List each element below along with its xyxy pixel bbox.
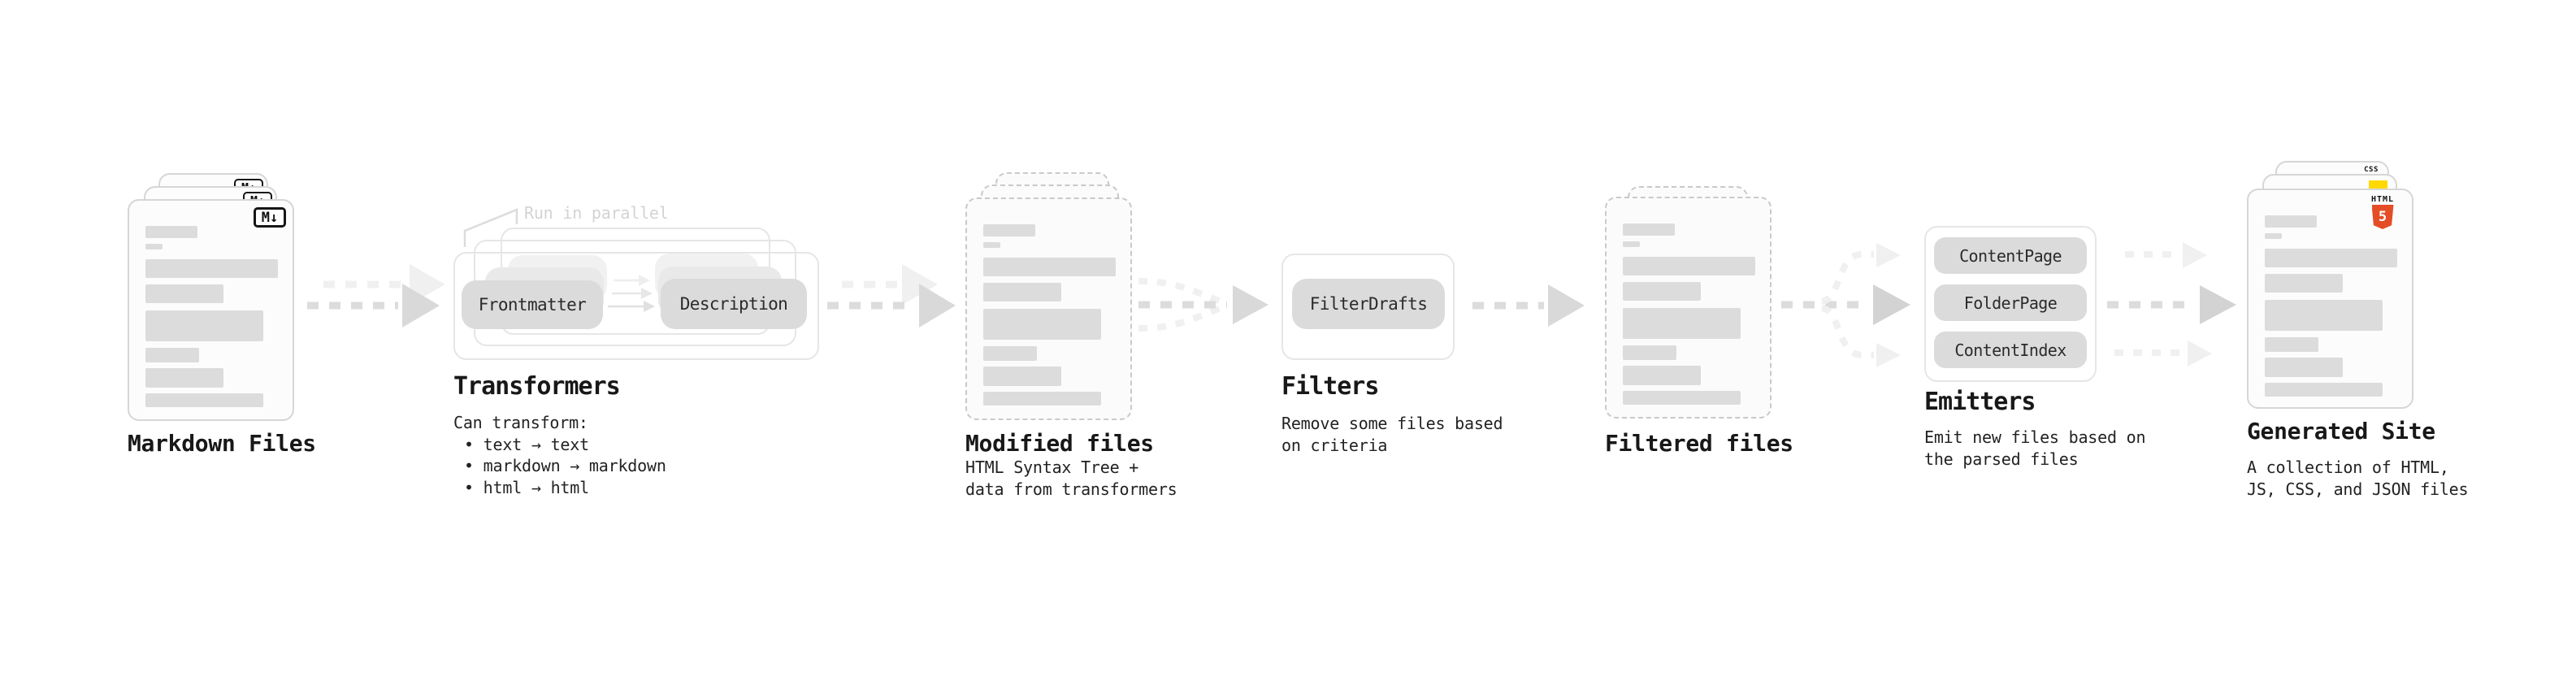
- stage-label: Markdown Files: [128, 430, 316, 457]
- description-pill: Description: [661, 279, 807, 329]
- content-line-bar: [1623, 223, 1675, 236]
- transformer-frame-front: [453, 252, 819, 360]
- content-line-bar: [2265, 215, 2317, 228]
- content-line-bar: [983, 309, 1101, 340]
- doc-content-lines: [1623, 200, 1755, 405]
- caption-line: Remove some files based: [1281, 414, 1503, 433]
- stage-label: Generated Site: [2247, 418, 2435, 445]
- transformer-pill-arrows: [608, 275, 655, 312]
- content-line-bar: [983, 346, 1037, 361]
- stage-heading: Emitters: [1924, 388, 2036, 416]
- stage-caption: Can transform: • text → text • markdown …: [453, 412, 666, 498]
- arrow-emitters-to-generated: [2107, 242, 2236, 367]
- content-line-bar: [983, 392, 1101, 406]
- stage-heading: Transformers: [453, 372, 621, 401]
- content-line-bar: [145, 368, 223, 388]
- arrow-modified-to-filters-merge: [1138, 278, 1268, 332]
- caption-line: • text → text: [464, 434, 589, 454]
- content-line-bar: [983, 258, 1116, 276]
- content-line-bar: [2265, 383, 2383, 397]
- caption-line: Emit new files based on: [1924, 427, 2146, 447]
- content-line-bar: [145, 244, 163, 249]
- js-icon: [2369, 180, 2387, 190]
- pill-arrow-icon: [614, 275, 650, 286]
- stage-caption: Remove some files based on criteria: [1281, 413, 1503, 456]
- content-line-bar: [983, 242, 1000, 248]
- content-line-bar: [145, 226, 197, 238]
- content-line-bar: [2265, 358, 2343, 377]
- content-line-bar: [983, 367, 1061, 386]
- markdown-icon: M↓: [254, 207, 286, 228]
- stage-caption: A collection of HTML, JS, CSS, and JSON …: [2247, 457, 2469, 500]
- doc-content-lines: [983, 201, 1116, 406]
- generated-doc-html: HTML 5: [2247, 189, 2413, 409]
- html5-icon-label: HTML: [2370, 195, 2395, 204]
- caption-line: JS, CSS, and JSON files: [2247, 479, 2469, 499]
- css-icon-label: CSS: [2364, 166, 2379, 174]
- content-line-bar: [983, 283, 1061, 301]
- caption-line: on criteria: [1281, 435, 1388, 455]
- stage-label: Modified files: [965, 430, 1154, 457]
- content-line-bar: [1623, 366, 1701, 385]
- stage-heading: Filters: [1281, 372, 1379, 401]
- doc-content-lines: [2265, 192, 2397, 397]
- content-line-bar: [1623, 282, 1701, 301]
- filterdrafts-pill: FilterDrafts: [1292, 279, 1445, 329]
- note-connector-line: [463, 208, 518, 247]
- frontmatter-pill: Frontmatter: [462, 280, 603, 329]
- content-line-bar: [1623, 257, 1755, 275]
- doc-content-lines: [145, 202, 278, 407]
- markdown-doc-front: M↓: [128, 199, 294, 421]
- content-line-bar: [1623, 308, 1741, 339]
- caption-line: data from transformers: [965, 479, 1177, 499]
- caption-line: the parsed files: [1924, 449, 2079, 469]
- content-line-bar: [983, 224, 1035, 236]
- arrow-filters-to-filtered: [1472, 284, 1585, 327]
- modified-doc-front: [965, 197, 1132, 420]
- content-line-bar: [1623, 345, 1676, 360]
- html5-icon: HTML 5: [2363, 195, 2402, 229]
- caption-line: • markdown → markdown: [464, 456, 666, 475]
- folderpage-pill: FolderPage: [1934, 284, 2087, 321]
- content-line-bar: [1623, 241, 1640, 247]
- pill-arrow-icon: [612, 288, 653, 299]
- stage-label: Filtered files: [1605, 430, 1793, 457]
- content-line-bar: [2265, 274, 2343, 293]
- html5-icon-shield: 5: [2371, 205, 2394, 229]
- caption-line: HTML Syntax Tree +: [965, 458, 1139, 477]
- arrow-markdown-to-transformers: [307, 264, 445, 327]
- content-line-bar: [2265, 337, 2318, 352]
- content-line-bar: [2265, 249, 2397, 267]
- arrow-transformers-to-modified: [827, 264, 956, 327]
- pill-arrow-icon: [608, 301, 655, 312]
- content-line-bar: [145, 284, 223, 303]
- stage-caption: Emit new files based on the parsed files: [1924, 427, 2146, 470]
- run-in-parallel-note: Run in parallel: [524, 203, 669, 223]
- content-line-bar: [145, 348, 199, 362]
- caption-line: Can transform:: [453, 413, 588, 432]
- content-line-bar: [2265, 233, 2282, 239]
- arrow-filtered-to-emitters-split: [1781, 243, 1910, 367]
- stage-caption: HTML Syntax Tree + data from transformer…: [965, 457, 1177, 500]
- caption-line: • html → html: [464, 477, 589, 497]
- content-line-bar: [145, 259, 278, 278]
- content-line-bar: [1623, 391, 1741, 405]
- contentpage-pill: ContentPage: [1934, 237, 2087, 274]
- content-line-bar: [145, 310, 263, 341]
- content-line-bar: [145, 393, 263, 407]
- content-line-bar: [2265, 300, 2383, 331]
- caption-line: A collection of HTML,: [2247, 458, 2449, 477]
- contentindex-pill: ContentIndex: [1934, 332, 2087, 368]
- filtered-doc-front: [1605, 197, 1772, 419]
